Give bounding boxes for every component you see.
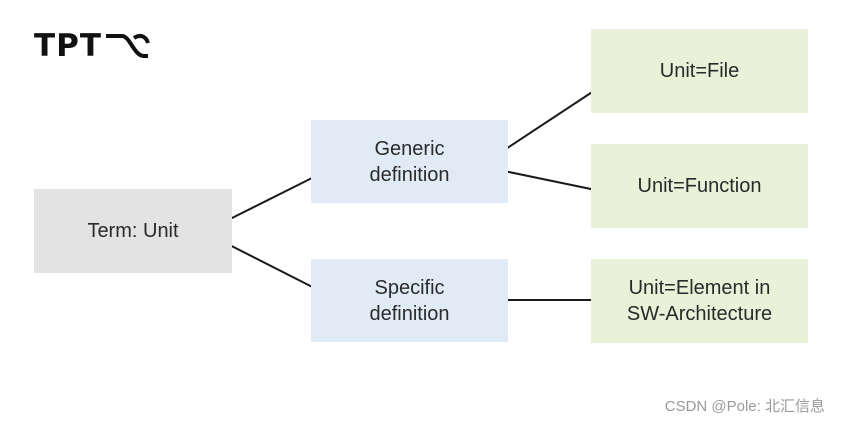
generic-definition-label: Generic definition xyxy=(369,137,450,186)
generic-definition-box: Generic definition xyxy=(311,120,508,203)
csdn-watermark: CSDN @Pole: 北汇信息 xyxy=(664,398,825,415)
term-unit-box: Term: Unit xyxy=(34,189,232,273)
unit-element-box: Unit=Element in SW-Architecture xyxy=(591,259,808,343)
unit-function-label: Unit=Function xyxy=(637,175,762,197)
specific-definition-label: Specific definition xyxy=(369,276,450,325)
logo-text: TPT xyxy=(34,27,103,64)
unit-file-box: Unit=File xyxy=(591,29,808,113)
specific-definition-box: Specific definition xyxy=(311,259,508,342)
unit-element-label: Unit=Element in SW-Architecture xyxy=(626,277,773,325)
tpt-logo: TPT xyxy=(34,26,179,66)
term-unit-label: Term: Unit xyxy=(87,220,179,242)
wave-logo-icon xyxy=(106,33,150,58)
unit-function-box: Unit=Function xyxy=(591,144,808,228)
unit-file-label: Unit=File xyxy=(659,60,740,82)
